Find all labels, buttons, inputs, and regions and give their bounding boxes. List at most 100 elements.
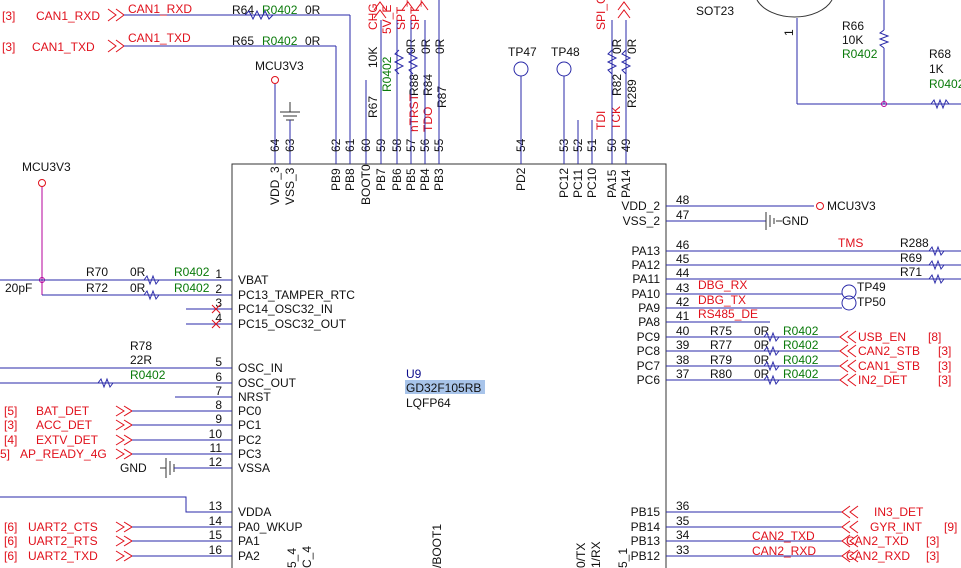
right-pin-name: VDD_2	[621, 199, 660, 213]
left-net-port	[115, 419, 133, 431]
bottom-label-c: 5_1	[616, 548, 630, 568]
net-chg[interactable]: CHG	[366, 3, 380, 30]
left-net-label[interactable]: UART2_TXD	[28, 549, 98, 563]
net-ntrst[interactable]: nTRST	[407, 93, 421, 132]
net-tck[interactable]: TCK	[609, 106, 623, 130]
right-res-ref: R77	[710, 338, 732, 352]
r70-resistor	[143, 274, 160, 286]
right-pb-net[interactable]: CAN2_RXD	[846, 549, 910, 563]
right-pin-number: 34	[676, 528, 690, 542]
right-pin-name: PA8	[638, 315, 660, 329]
left-pin-name: PC2	[238, 433, 262, 447]
r78-resistor	[97, 377, 114, 389]
right-res-port	[839, 359, 857, 373]
left-net-label[interactable]: ACC_DET	[36, 418, 93, 432]
right-pb-sheet: [3]	[926, 534, 939, 548]
right-pb-net[interactable]: IN3_DET	[874, 505, 924, 519]
right-pb-net[interactable]: CAN2_TXD	[846, 534, 909, 548]
right-res-pkg: R0402	[783, 353, 819, 367]
left-pin-name: PC15_OSC32_OUT	[238, 317, 347, 331]
right-pin-name: PA9	[638, 301, 660, 315]
left-pin-name: PC1	[238, 418, 262, 432]
right-pb-inner-net: CAN2_TXD	[752, 529, 815, 543]
transistor-pin1: 1	[782, 29, 796, 36]
right-res-zigzag	[763, 345, 780, 357]
left-net-label[interactable]: EXTV_DET	[36, 433, 99, 447]
cap-20pf: 20pF	[5, 281, 32, 295]
r66-ref: R66	[842, 19, 864, 33]
right-res-pkg: R0402	[783, 338, 819, 352]
right-pin-number: 43	[676, 281, 690, 295]
left-pin-number: 5	[215, 355, 222, 369]
left-net-port	[115, 448, 133, 460]
transistor-body	[756, 0, 833, 18]
mcu3v3-top-symbol	[271, 76, 279, 84]
chip-part[interactable]: GD32F105RB	[406, 381, 481, 395]
r289-ref: R289	[625, 79, 639, 108]
left-net-label[interactable]: AP_READY_4G	[20, 447, 107, 461]
net-rs485-de[interactable]: RS485_DE	[698, 307, 758, 321]
left-pin-name: VDDA	[238, 505, 271, 519]
left-pin-name: PA2	[238, 549, 260, 563]
left-pin-number: 2	[215, 282, 222, 296]
left-pin-name: PA0_WKUP	[238, 520, 302, 534]
tp49-symbol[interactable]	[841, 284, 857, 300]
net-dbg-tx[interactable]: DBG_TX	[698, 293, 746, 307]
net-dbg-rx[interactable]: DBG_RX	[698, 278, 747, 292]
left-net-sheet: [4]	[4, 433, 17, 447]
r65-ref: R65	[232, 34, 254, 48]
top-pin-name: PB6	[390, 168, 404, 191]
left-net-label[interactable]: BAT_DET	[36, 404, 90, 418]
net-can1-rxd[interactable]: CAN1_RXD	[36, 9, 100, 23]
right-pb-inner-net: CAN2_RXD	[752, 544, 816, 558]
port-can1-rxd	[107, 8, 125, 22]
net-tms[interactable]: TMS	[838, 236, 863, 250]
right-res-sheet: [3]	[938, 344, 951, 358]
gnd-right-label: GND	[782, 214, 809, 228]
tp47-symbol[interactable]	[513, 61, 529, 77]
r66-resistor	[878, 29, 890, 49]
net-5v[interactable]: 5V_E	[380, 5, 394, 34]
right-res-net[interactable]: CAN2_STB	[858, 344, 920, 358]
mcu3v3-right-symbol	[816, 202, 824, 210]
right-pin-number: 48	[676, 193, 690, 207]
left-pin-number: 9	[215, 412, 222, 426]
left-pin-number: 14	[209, 514, 223, 528]
left-pin-number: 4	[215, 311, 222, 325]
left-net-label[interactable]: UART2_RTS	[28, 534, 98, 548]
net-spi[interactable]: SPI_C	[594, 0, 608, 30]
net-tdi[interactable]: TDI	[594, 111, 608, 130]
right-pin-name: VSS_2	[623, 214, 661, 228]
bottom-label-b: C_4	[300, 546, 314, 568]
right-res-net[interactable]: IN2_DET	[858, 373, 908, 387]
r289-val: 0R	[625, 38, 639, 54]
right-pin-number: 46	[676, 238, 690, 252]
sheet-ref-can1-txd: [3]	[2, 40, 15, 54]
right-pb-net[interactable]: GYR_INT	[870, 520, 923, 534]
right-pb-port	[841, 505, 859, 519]
r88-ref: R88	[407, 74, 421, 96]
r82-ref: R82	[610, 74, 624, 96]
r72-resistor	[143, 289, 160, 301]
r67-val: 10K	[366, 47, 380, 68]
left-net-label[interactable]: UART2_CTS	[28, 520, 98, 534]
right-res-ref: R79	[710, 353, 732, 367]
left-pin-number: 7	[215, 384, 222, 398]
right-pin-name: PA12	[632, 258, 661, 272]
mcu-body	[231, 163, 667, 568]
net-can1-txd[interactable]: CAN1_TXD	[32, 40, 95, 54]
left-net-sheet: [3]	[4, 418, 17, 432]
right-res-net[interactable]: USB_EN	[858, 330, 906, 344]
r64-resistor	[244, 9, 274, 21]
right-pin-name: PB14	[631, 520, 661, 534]
left-pin-name: PC0	[238, 404, 262, 418]
r69-ref: R69	[900, 251, 922, 265]
right-res-net[interactable]: CAN1_STB	[858, 359, 920, 373]
tp48-symbol[interactable]	[556, 61, 572, 77]
r78-val: 22R	[130, 353, 152, 367]
tp50-symbol[interactable]	[841, 295, 857, 311]
right-res-zigzag	[763, 331, 780, 343]
top-pin-name: VSS_3	[283, 167, 297, 205]
net-tdo[interactable]: TDO	[421, 107, 435, 132]
